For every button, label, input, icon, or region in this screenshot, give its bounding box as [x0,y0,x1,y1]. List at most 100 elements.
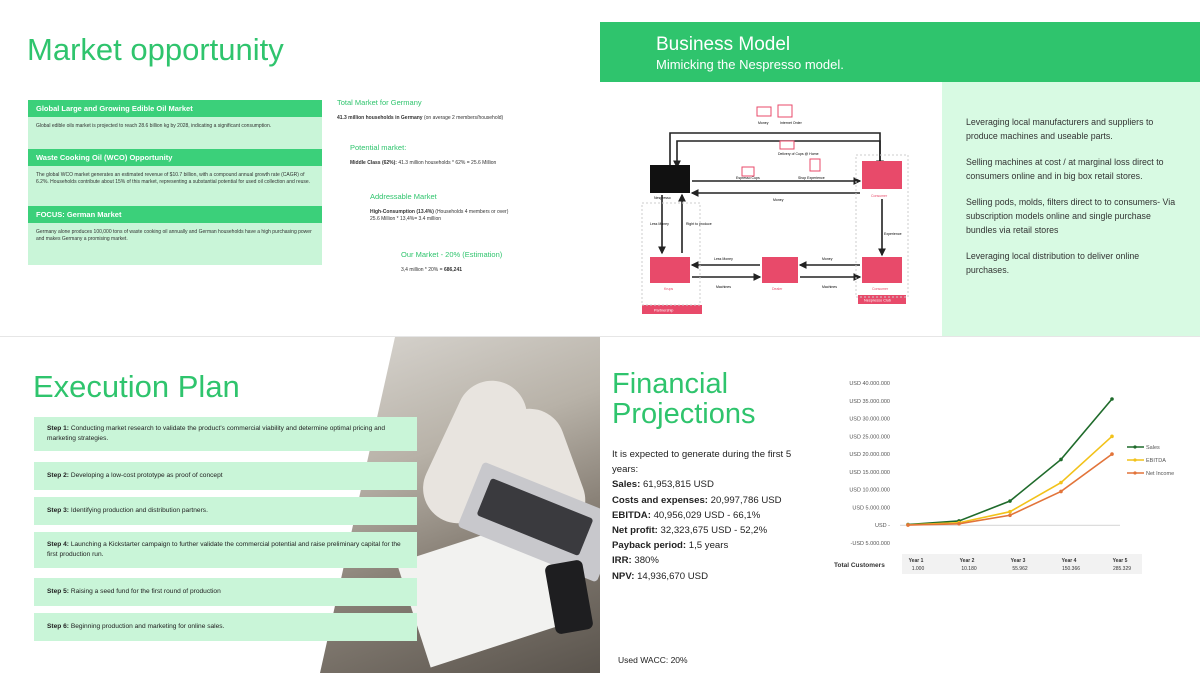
arrow-top-inner [673,140,881,169]
business-model-points: Leveraging local manufacturers and suppl… [942,82,1200,336]
y-tick-label: USD 25.000.000 [849,434,890,440]
summary-row: EBITDA: 40,956,029 USD - 66,1% [612,509,761,521]
summary-row: IRR: 380% [612,555,659,567]
krups-node [650,257,690,283]
label-espresso-cups: Espresso Cups [736,176,760,180]
label-money-low: Money [822,257,833,261]
total-market-bold: 41.3 million households in Germany [337,115,423,121]
slide-title: Market opportunity [27,32,284,67]
label-less-money: Less Money [650,222,669,226]
step-label: Step 5: [47,588,69,595]
step-label: Step 6: [47,623,69,630]
label-shop-experience: Shop Experience [798,176,825,180]
legend-label: Sales [1146,445,1160,451]
legend-marker [1133,458,1137,462]
step-4: Step 4: Launching a Kickstarter campaign… [34,532,417,568]
our-market-calc: 3,4 million * 20% = [401,267,444,273]
partnership-tag [642,305,702,314]
fact-body: The global WCO market generates an estim… [36,172,311,185]
money-icon [756,106,772,117]
addressable-bold: High-Consumption (13.4%) [370,209,434,215]
point-4: Leveraging local distribution to deliver… [966,251,1140,275]
step-text: Identifying production and distribution … [70,507,208,514]
label-less-money-2: Less Money [714,257,733,261]
nespresso-club-tag [858,295,906,304]
legend-label: EBITDA [1146,458,1166,464]
slide-title: Execution Plan [33,369,240,404]
shop-icon [809,158,821,172]
total-market-rest: (on average 2 members/household) [423,115,504,121]
step-3: Step 3: Identifying production and distr… [34,497,417,525]
label-nespresso-club: Nespresso Club [864,299,891,303]
our-market-title: Our Market - 20% (Estimation) [401,250,503,259]
data-point [1059,457,1063,462]
our-market-value: 3,4 million * 20% = 686,241 [401,267,462,274]
label-right-to-produce: Right to produce [686,222,712,226]
y-tick-label: USD 20.000.000 [849,452,890,458]
label-money-mid: Money [773,198,784,202]
y-tick-label: USD 5.000.000 [852,505,890,511]
potential-market-value: Middle Class (62%): 41.3 million househo… [350,160,496,167]
step-label: Step 2: [47,472,69,479]
label-money-top: Money [758,121,769,125]
total-market-value: 41.3 million households in Germany (on a… [337,115,503,122]
y-tick-label: USD 10.000.000 [849,488,890,494]
step-label: Step 1: [47,425,69,432]
nespresso-model-diagram: Money Internet Order Delivery of Cups @ … [641,104,909,314]
label-consumer-2: Consumer [872,287,889,291]
step-1: Step 1: Conducting market research to va… [34,417,417,451]
step-text: Developing a low-cost prototype as proof… [70,472,223,479]
label-machines-1: Machines [716,285,731,289]
point-3: Selling pods, molds, filters direct to t… [966,197,1176,235]
fact-body: Germany alone produces 100,000 tons of w… [36,229,312,242]
step-text: Conducting market research to validate t… [47,425,386,442]
data-point [957,522,961,526]
point-1: Leveraging local manufacturers and suppl… [966,117,1154,141]
slide-divider [0,336,1200,337]
data-point [1008,499,1012,503]
business-model-slide: Business Model Mimicking the Nespresso m… [600,0,1200,336]
step-text: Beginning production and marketing for o… [70,623,225,630]
x-category-label: Year 4 [1062,558,1077,564]
label-dealer: Dealer [772,287,783,291]
fact-heading: Waste Cooking Oil (WCO) Opportunity [28,149,322,166]
addressable-market-title: Addressable Market [370,192,437,201]
label-internet-order: Internet Order [780,121,803,125]
legend-label: Net Income [1146,471,1174,477]
market-opportunity-slide: Market opportunity Global Large and Grow… [0,0,600,336]
total-customers-label: Total Customers [834,562,885,569]
summary-row: Costs and expenses: 20,997,786 USD [612,494,782,506]
slide-title: Financial Projections [612,369,755,429]
slide-title: Business Model [656,34,791,55]
financial-projections-slide: Financial Projections It is expected to … [600,337,1200,673]
step-label: Step 4: [47,541,69,548]
delivery-icon [779,140,795,150]
order-icon [777,104,793,118]
customers-table-bg [902,554,1142,574]
data-point [1059,489,1063,494]
y-tick-label: USD 35.000.000 [849,399,890,405]
customers-value: 1.000 [912,566,925,572]
title-line-1: Financial [612,368,729,400]
y-tick-label: USD 15.000.000 [849,470,890,476]
our-market-result: 686,241 [443,267,463,273]
x-category-label: Year 1 [909,558,924,564]
total-market-title: Total Market for Germany [337,98,422,107]
potential-market-bold: Middle Class (62%): [350,160,397,166]
market-facts-panel: Global Large and Growing Edible Oil Mark… [28,100,322,265]
addressable-market-value: High-Consumption (13.4%) (Households 4 m… [370,209,508,223]
customers-value: 150.366 [1062,566,1080,572]
y-tick-label: USD 30.000.000 [849,417,890,423]
fact-heading: Global Large and Growing Edible Oil Mark… [28,100,322,117]
customers-value: 10.180 [961,566,977,572]
club-frame [855,154,909,298]
data-point [1110,434,1114,439]
wacc-note: Used WACC: 20% [618,655,688,665]
step-6: Step 6: Beginning production and marketi… [34,613,417,641]
step-text: Launching a Kickstarter campaign to furt… [47,541,401,558]
summary-row: Net profit: 32,323,675 USD - 52,2% [612,525,768,537]
legend-marker [1133,445,1137,449]
summary-row: Payback period: 1,5 years [612,540,729,552]
label-delivery: Delivery of Cups @ Home [778,152,819,156]
